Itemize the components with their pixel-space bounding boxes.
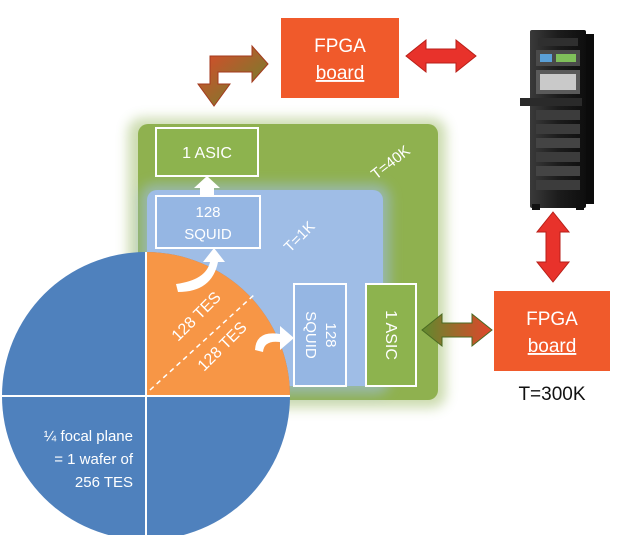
svg-text:SQUID: SQUID <box>302 311 319 359</box>
asic-top-label: 1 ASIC <box>182 145 232 162</box>
svg-text:128: 128 <box>195 204 220 221</box>
asic-right-box: 1 ASIC <box>365 283 417 387</box>
svg-text:FPGA: FPGA <box>526 309 578 330</box>
svg-text:¼ focal plane: ¼ focal plane <box>44 428 133 445</box>
double-arrow-asic-fpga <box>421 312 493 348</box>
fpga-board-right: FPGA board <box>494 291 610 371</box>
wafer-focal-plane <box>2 252 290 535</box>
arrow-tes-to-squid-top <box>176 248 225 292</box>
squid-top-box: 128 SQUID <box>155 195 261 249</box>
tes-split-dashed-line <box>149 293 256 391</box>
asic-top-box: 1 ASIC <box>155 127 259 177</box>
temp-300k-label: T=300K <box>518 384 585 405</box>
svg-text:board: board <box>528 336 577 357</box>
arrow-squid-to-asic <box>194 176 220 196</box>
squid-right-box: 128 SQUID <box>293 283 347 387</box>
arrow-tes-to-squid-right <box>255 326 294 352</box>
svg-text:board: board <box>316 63 365 84</box>
svg-text:FPGA: FPGA <box>314 36 366 57</box>
double-arrow-rack-fpga <box>535 211 571 283</box>
server-rack-icon <box>520 30 594 210</box>
fpga-board-top: FPGA board <box>281 18 399 98</box>
svg-text:SQUID: SQUID <box>184 226 232 243</box>
focal-plane-label: ¼ focal plane = 1 wafer of 256 TES <box>44 428 134 491</box>
bent-arrow-fpga-to-asic <box>197 44 269 107</box>
svg-text:256 TES: 256 TES <box>75 474 133 491</box>
asic-right-label: 1 ASIC <box>382 310 399 360</box>
svg-text:= 1 wafer of: = 1 wafer of <box>54 451 134 468</box>
double-arrow-fpga-rack <box>405 38 477 74</box>
svg-text:128: 128 <box>322 322 339 347</box>
